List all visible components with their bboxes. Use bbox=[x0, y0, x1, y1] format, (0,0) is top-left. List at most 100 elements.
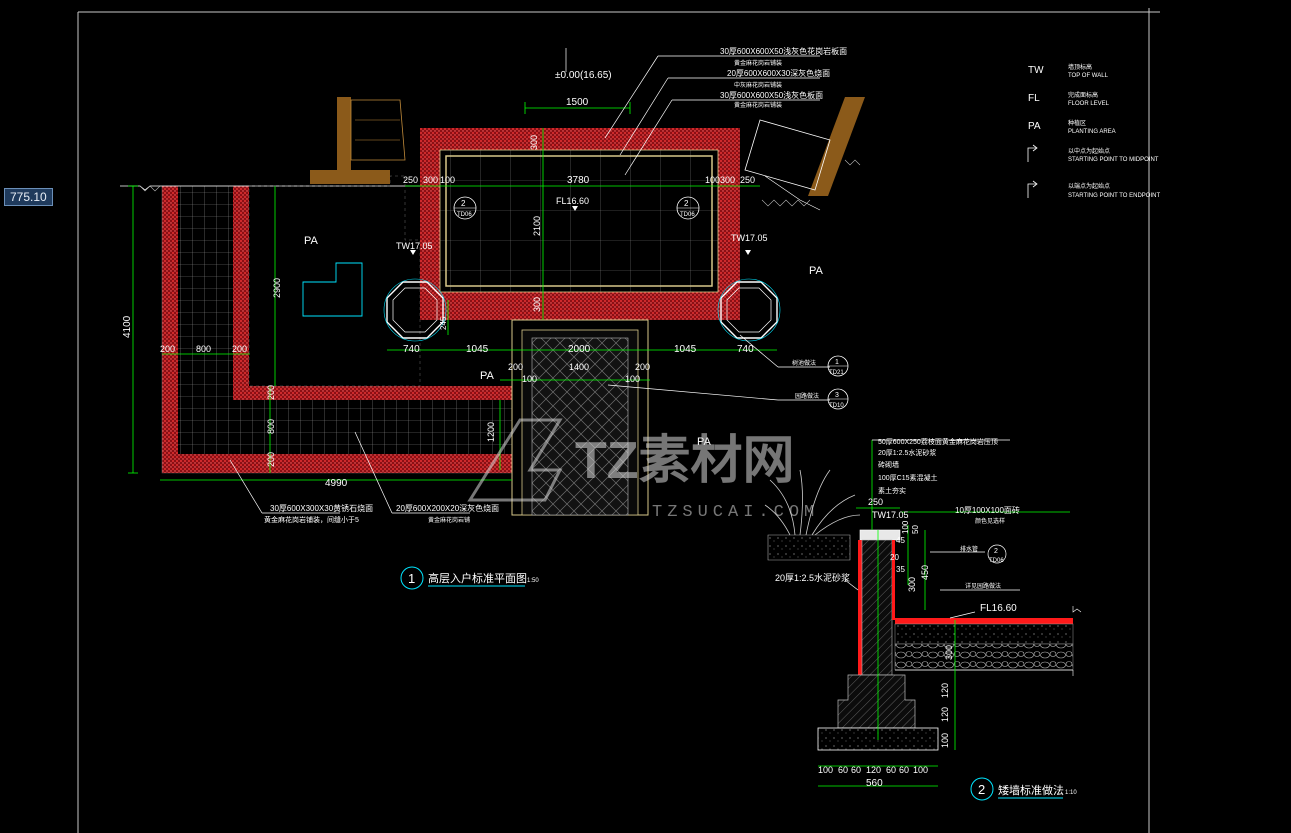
section-marker-num: 2 bbox=[461, 199, 466, 208]
plan-view[interactable]: ±0.00(16.65) PA PA PA PA FL16.60 TW17.05… bbox=[120, 46, 865, 590]
section-title: 2 矮墙标准做法 1:10 bbox=[970, 777, 1077, 801]
section-fl-label: FL16.60 bbox=[980, 603, 1017, 614]
dim: 100 bbox=[705, 175, 720, 185]
section-drain-ref: TD06 bbox=[989, 558, 1004, 564]
section-layer-4: 100厚C15素混凝土 bbox=[878, 473, 938, 482]
tree-grate-right[interactable] bbox=[717, 278, 781, 342]
section-leader-lines bbox=[844, 439, 1020, 619]
plan-dimension-text: 1500 300 250 300 100 3780 100 300 250 21… bbox=[122, 97, 755, 489]
callout-right-tree-pit-num: 1 bbox=[835, 359, 839, 366]
plan-title-scale: 1:50 bbox=[527, 578, 539, 584]
dim: 200 bbox=[635, 362, 650, 372]
plan-dimension-lines bbox=[128, 102, 777, 481]
legend-code-pa: PA bbox=[1028, 121, 1041, 132]
legend-cn-tw: 墙顶标高 bbox=[1068, 63, 1092, 71]
midpoint-symbol-icon bbox=[1027, 144, 1038, 162]
legend-cn-midpoint: 以中点为起始点 bbox=[1068, 147, 1110, 155]
section-base-dim: 60 bbox=[838, 765, 848, 775]
dim: 100 bbox=[522, 374, 537, 384]
section-layer-1: 50厚600X250荔枝面黄金麻花岗岩压顶 bbox=[878, 437, 998, 446]
dim: 300 bbox=[529, 135, 539, 150]
section-layer-2: 20厚1:2.5水泥砂浆 bbox=[878, 448, 936, 457]
section-base-dim: 100 bbox=[818, 765, 833, 775]
dim: 200 bbox=[266, 452, 276, 467]
ground-break-right bbox=[761, 159, 861, 207]
callout-right-path-num: 3 bbox=[835, 392, 839, 399]
section-marker-ref: TD06 bbox=[680, 212, 695, 218]
dim: 800 bbox=[266, 419, 276, 434]
dim: 1400 bbox=[569, 362, 589, 372]
callout-bottom-mid-1: 20厚600X200X20深灰色烧面 bbox=[396, 503, 499, 513]
dim: 300 bbox=[720, 175, 735, 185]
dim: 4100 bbox=[122, 315, 133, 338]
entrance-platform bbox=[420, 128, 740, 320]
dim: 250 bbox=[740, 175, 755, 185]
section-base-dim: 60 bbox=[851, 765, 861, 775]
dim: 250 bbox=[403, 175, 418, 185]
pa-label-lower: PA bbox=[697, 436, 712, 448]
section-dim: 250 bbox=[868, 497, 883, 507]
section-dim: 45 bbox=[896, 536, 905, 545]
dim: 2900 bbox=[272, 278, 282, 298]
watermark: TZ素材网 TZSUCAI.COM bbox=[467, 418, 814, 522]
legend-en-midpoint: STARTING POINT TO MIDPOINT bbox=[1068, 157, 1159, 163]
level-mark: ±0.00(16.65) bbox=[555, 70, 612, 81]
entry-path bbox=[511, 319, 649, 516]
pa-label-left: PA bbox=[304, 235, 319, 247]
tw-right-label: TW17.05 bbox=[731, 233, 768, 243]
dim: 100 bbox=[625, 374, 640, 384]
pa-label-mid: PA bbox=[480, 370, 495, 382]
dim: 200 bbox=[232, 344, 247, 354]
callout-top-6: 黄金麻花岗岩铺装 bbox=[734, 101, 782, 109]
fl-center-label: FL16.60 bbox=[556, 196, 589, 206]
plan-title: 1 高层入户标准平面图 1:50 bbox=[400, 566, 539, 590]
plan-title-num: 1 bbox=[408, 571, 415, 586]
callout-right-path-ref: TD10 bbox=[829, 403, 844, 409]
section-tw-label: TW17.05 bbox=[872, 510, 909, 520]
dim: 200 bbox=[508, 362, 523, 372]
section-view[interactable]: 50厚600X250荔枝面黄金麻花岗岩压顶 20厚1:2.5水泥砂浆 砖砌墙 1… bbox=[764, 437, 1082, 801]
callout-right-path: 园路做法 bbox=[795, 392, 819, 400]
section-layer-5: 素土夯实 bbox=[878, 486, 906, 495]
legend-en-fl: FLOOR LEVEL bbox=[1068, 101, 1110, 107]
section-dim: 50 bbox=[911, 525, 920, 534]
soil-surface bbox=[767, 534, 851, 561]
plant-sketch bbox=[764, 469, 861, 536]
building-wall-right bbox=[744, 97, 865, 211]
tree-grate-left[interactable] bbox=[383, 278, 447, 342]
dim: 740 bbox=[403, 344, 420, 355]
section-tile-sub: 颜色见选样 bbox=[975, 517, 1005, 525]
section-title-scale: 1:10 bbox=[1065, 790, 1077, 796]
ground-hatch-left bbox=[139, 185, 161, 192]
section-dim: 120 bbox=[940, 683, 950, 698]
section-layer-3: 砖砌墙 bbox=[878, 460, 899, 469]
section-base-dim: 60 bbox=[886, 765, 896, 775]
plan-markers bbox=[410, 196, 849, 410]
legend-cn-endpoint: 以端点为起始点 bbox=[1068, 182, 1110, 190]
watermark-logo-text: TZ素材网 bbox=[575, 432, 795, 490]
callout-top-4: 中灰麻花岗岩铺装 bbox=[734, 81, 782, 89]
section-dim: 20 bbox=[890, 553, 899, 562]
section-paving-label: 详见园路做法 bbox=[965, 582, 1001, 590]
plan-title-text: 高层入户标准平面图 bbox=[428, 571, 527, 585]
callout-top-2: 黄金麻花岗岩铺装 bbox=[734, 59, 782, 67]
section-base-dim: 120 bbox=[866, 765, 881, 775]
callout-bottom-left-1: 30厚600X300X30黄锈石烧面 bbox=[270, 503, 373, 513]
section-marker-ref: TD06 bbox=[457, 212, 472, 218]
callout-top-3: 20厚600X600X30深灰色烧面 bbox=[727, 68, 830, 78]
section-mortar-label: 20厚1:2.5水泥砂浆 bbox=[775, 572, 850, 583]
dim: 100 bbox=[440, 175, 455, 185]
endpoint-symbol-icon bbox=[1027, 180, 1038, 198]
dim: 300 bbox=[423, 175, 438, 185]
left-paving bbox=[161, 185, 513, 474]
callout-top-5: 30厚600X600X50浅灰色板面 bbox=[720, 90, 823, 100]
tw-left-label: TW17.05 bbox=[396, 241, 433, 251]
section-drain-label: 排水管 bbox=[960, 545, 978, 553]
legend-cn-pa: 种植区 bbox=[1068, 119, 1086, 127]
section-dim: 450 bbox=[920, 565, 930, 580]
section-dim: 35 bbox=[896, 565, 905, 574]
dim: 245 bbox=[439, 316, 448, 330]
dim: 1200 bbox=[486, 422, 496, 442]
coordinate-readout: 775.10 bbox=[4, 188, 53, 206]
